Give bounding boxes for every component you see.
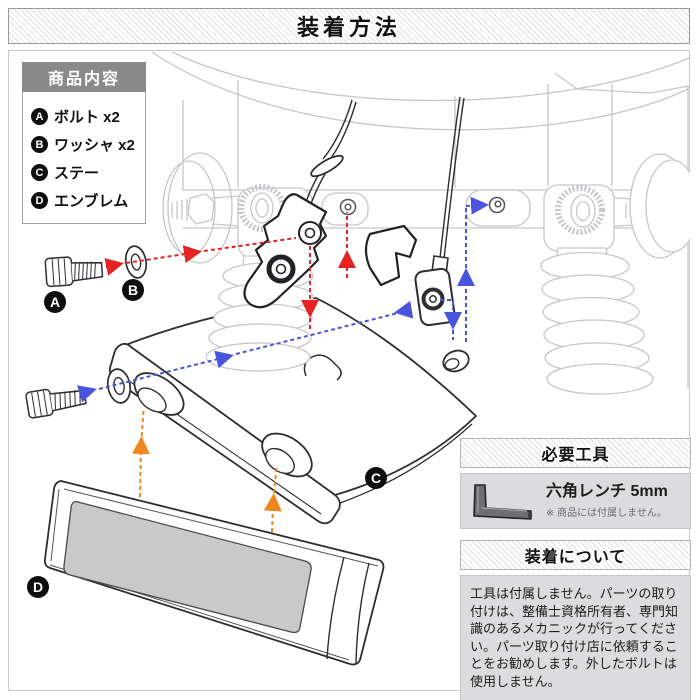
item-key-badge: A (31, 108, 48, 125)
assembly-arrows-orange (131, 409, 282, 533)
cable-guide-hook (364, 224, 418, 287)
diagram-label-c: C (365, 467, 387, 489)
product-contents-title: 商品内容 (22, 62, 146, 92)
hex-wrench-icon (473, 484, 533, 520)
installation-diagram (25, 51, 690, 666)
item-key-badge: B (31, 136, 48, 153)
list-item: C ステー (31, 162, 139, 183)
tool-note: ※ 商品には付属しません。 (546, 508, 667, 520)
required-tools-title: 必要工具 (460, 438, 691, 468)
diagram-label-b: B (122, 279, 144, 301)
emblem-plate (43, 480, 385, 666)
diagram-label-a: A (44, 291, 66, 313)
list-item: B ワッシャ x2 (31, 134, 139, 155)
washer-lower (106, 368, 132, 404)
bolt-lower (25, 388, 87, 419)
about-installation-panel: 装着について 工具は付属しません。パーツの取り付けは、整備士資格所有者、専門知識… (460, 540, 691, 700)
about-installation-body: 工具は付属しません。パーツの取り付けは、整備士資格所有者、専門知識のあるメカニッ… (460, 575, 691, 700)
stay-bracket (108, 297, 477, 525)
assembly-arrows-blue (77, 196, 489, 403)
page-title: 装着方法 (296, 15, 401, 40)
item-label: ボルト x2 (54, 109, 120, 126)
item-key-badge: D (31, 192, 48, 209)
product-contents-panel: 商品内容 A ボルト x2 B ワッシャ x2 C ステー D エンブレム (22, 62, 146, 224)
list-item: A ボルト x2 (31, 106, 139, 127)
tool-text: 六角レンチ 5mm ※ 商品には付属しません。 (546, 483, 668, 519)
product-contents-list: A ボルト x2 B ワッシャ x2 C ステー D エンブレム (22, 92, 146, 224)
page-title-bar: 装着方法 (8, 8, 690, 44)
diagram-label-d: D (27, 576, 49, 598)
cable-with-eyelet-connector (414, 96, 465, 327)
item-key-badge: C (31, 164, 48, 181)
assembly-arrows-red (104, 212, 356, 330)
bolt-a-upper (44, 256, 104, 288)
tool-name: 六角レンチ 5mm (546, 482, 668, 500)
about-installation-title: 装着について (460, 540, 691, 570)
crossmember-holes (339, 196, 506, 216)
list-item: D エンブレム (31, 190, 139, 211)
suspension-bellows-left (205, 255, 314, 372)
required-tools-panel: 必要工具 六角レンチ 5mm ※ 商品には付属しません。 (460, 438, 691, 529)
item-label: ステー (54, 165, 100, 182)
item-label: ワッシャ x2 (54, 137, 135, 154)
suspension-bellows-right (540, 247, 654, 395)
mounting-bracket-black (243, 193, 328, 309)
item-label: エンブレム (54, 193, 129, 210)
required-tools-body: 六角レンチ 5mm ※ 商品には付属しません。 (460, 473, 691, 529)
